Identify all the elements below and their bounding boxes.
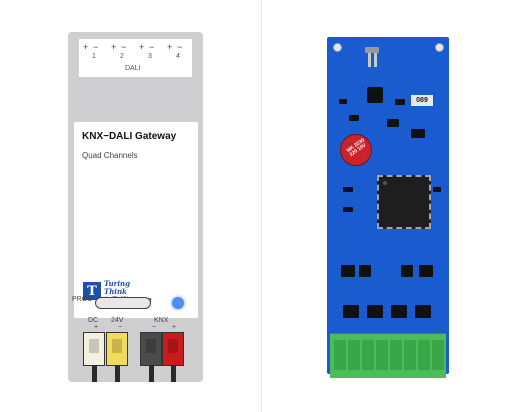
polarity-sign: + xyxy=(83,42,89,52)
rectifier xyxy=(343,305,359,318)
rectifier xyxy=(415,305,431,318)
polarity-sign: − xyxy=(121,42,127,52)
dc-minus-plug xyxy=(106,332,128,366)
polarity-sign: + xyxy=(167,42,173,52)
terminal-ridge xyxy=(404,340,416,370)
rectifier xyxy=(391,305,407,318)
smd-part xyxy=(349,115,359,121)
smd-part xyxy=(411,129,425,138)
pin xyxy=(368,53,371,67)
optocoupler xyxy=(401,265,413,277)
mount-hole xyxy=(435,43,444,52)
terminal-ridge xyxy=(390,340,402,370)
smd-part xyxy=(343,187,353,192)
terminal-ridge xyxy=(418,340,430,370)
electrolytic-capacitor: MK 2235 220 10V xyxy=(340,134,372,166)
knx-label: KNX xyxy=(154,317,169,324)
smd-part xyxy=(343,207,353,212)
pcb-photo-panel: 089 MK 2235 220 10V 240724_05 xyxy=(262,0,522,412)
dc-label: DC xyxy=(88,317,99,324)
terminal-ridge xyxy=(432,340,444,370)
dc-plus-plug xyxy=(83,332,105,366)
24v-label: 24V xyxy=(111,317,124,324)
microcontroller-chip xyxy=(377,175,431,229)
rectifier xyxy=(367,305,383,318)
terminal-ridge xyxy=(348,340,360,370)
wire xyxy=(92,365,97,382)
wire xyxy=(171,365,176,382)
tactile-switch xyxy=(367,87,383,103)
plug-sign: + xyxy=(172,324,177,331)
pcb-board: 089 MK 2235 220 10V xyxy=(327,37,449,374)
channel-number: 1 xyxy=(92,53,96,60)
channel-number: 2 xyxy=(120,53,124,60)
plug-sign: − xyxy=(118,324,123,331)
optocoupler xyxy=(359,265,371,277)
plug-sign: − xyxy=(152,324,157,331)
channel-number: 3 xyxy=(148,53,152,60)
product-subtitle: Quad Channels xyxy=(82,151,138,160)
smd-part xyxy=(395,99,405,105)
logo-line: Think xyxy=(104,287,127,296)
product-label-card: KNX−DALI Gateway Quad Channels T Turing … xyxy=(74,122,198,318)
plug-sign: + xyxy=(94,324,99,331)
terminal-ridge xyxy=(334,340,346,370)
smd-part xyxy=(339,99,347,104)
polarity-sign: − xyxy=(149,42,155,52)
logo-line: Turing xyxy=(104,279,130,288)
product-title: KNX−DALI Gateway xyxy=(82,131,177,142)
smd-part xyxy=(433,187,441,192)
terminal-ridge xyxy=(376,340,388,370)
board-label: 240724_05 xyxy=(394,25,430,32)
polarity-sign: − xyxy=(177,42,183,52)
prog-led-icon xyxy=(172,297,184,309)
pin xyxy=(374,53,377,67)
prog-button xyxy=(95,297,151,309)
wire xyxy=(149,365,154,382)
green-terminal-block xyxy=(330,333,446,378)
polarity-sign: − xyxy=(93,42,99,52)
part-code: 089 xyxy=(411,95,433,106)
gateway-photo-panel: + − + − + − + − 1 2 3 4 DALI KNX−DALI Ga… xyxy=(68,32,203,382)
prog-label: PROG xyxy=(72,296,93,303)
optocoupler xyxy=(419,265,433,277)
dali-terminal-strip: + − + − + − + − 1 2 3 4 DALI xyxy=(79,39,192,77)
polarity-sign: + xyxy=(139,42,145,52)
panel-divider xyxy=(261,0,262,412)
knx-minus-plug xyxy=(140,332,162,366)
gateway-enclosure: + − + − + − + − 1 2 3 4 DALI KNX−DALI Ga… xyxy=(68,32,203,382)
mount-hole xyxy=(333,43,342,52)
jumper xyxy=(365,47,379,53)
brand-logo-icon: T xyxy=(83,282,101,300)
optocoupler xyxy=(341,265,355,277)
dali-label: DALI xyxy=(125,65,141,72)
smd-part xyxy=(387,119,399,127)
channel-number: 4 xyxy=(176,53,180,60)
knx-plus-plug xyxy=(162,332,184,366)
polarity-sign: + xyxy=(111,42,117,52)
wire xyxy=(115,365,120,382)
capacitor-text: MK 2235 220 10V xyxy=(345,137,368,158)
terminal-ridge xyxy=(362,340,374,370)
